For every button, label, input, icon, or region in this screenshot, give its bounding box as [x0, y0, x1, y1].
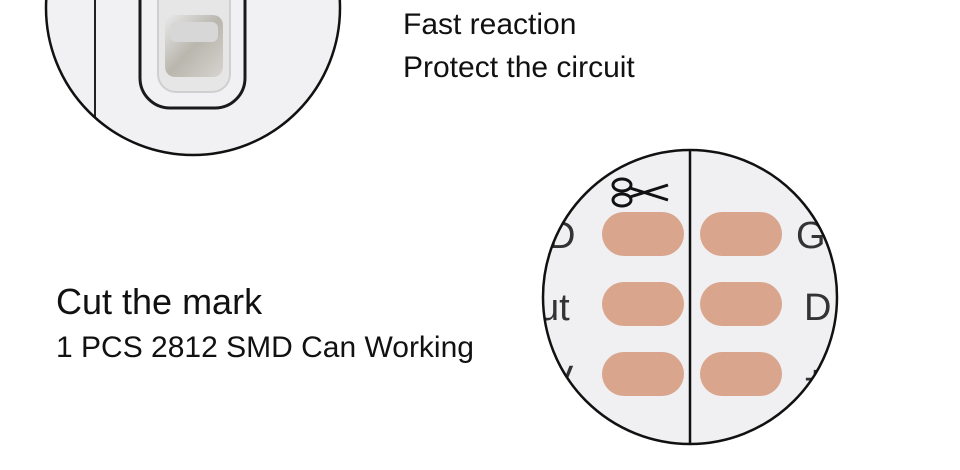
- pcb-label: G: [796, 215, 826, 257]
- pcb-label: ut: [538, 287, 570, 329]
- pad: [700, 352, 782, 396]
- pcb-label: D: [548, 215, 575, 257]
- feature-line-protect-circuit: Protect the circuit: [403, 51, 635, 84]
- pcb-zoom-circle: [541, 148, 839, 446]
- fuse-closeup: [46, 0, 340, 155]
- pad: [602, 282, 684, 326]
- pad: [700, 212, 782, 256]
- pad: [700, 282, 782, 326]
- scissors-icon: [611, 177, 669, 208]
- pcb-label: D: [804, 287, 831, 329]
- pad: [602, 212, 684, 256]
- pcb-cut-mark-closeup: D ut V G D +: [538, 150, 837, 444]
- cut-mark-subtitle: 1 PCS 2812 SMD Can Working: [56, 331, 474, 364]
- pad: [602, 352, 684, 396]
- cut-mark-title: Cut the mark: [56, 281, 263, 322]
- pcb-label: +: [804, 359, 826, 401]
- pads: [602, 212, 782, 396]
- feature-line-fast-reaction: Fast reaction: [403, 8, 577, 41]
- fuse-zoom-circle: [44, 0, 342, 157]
